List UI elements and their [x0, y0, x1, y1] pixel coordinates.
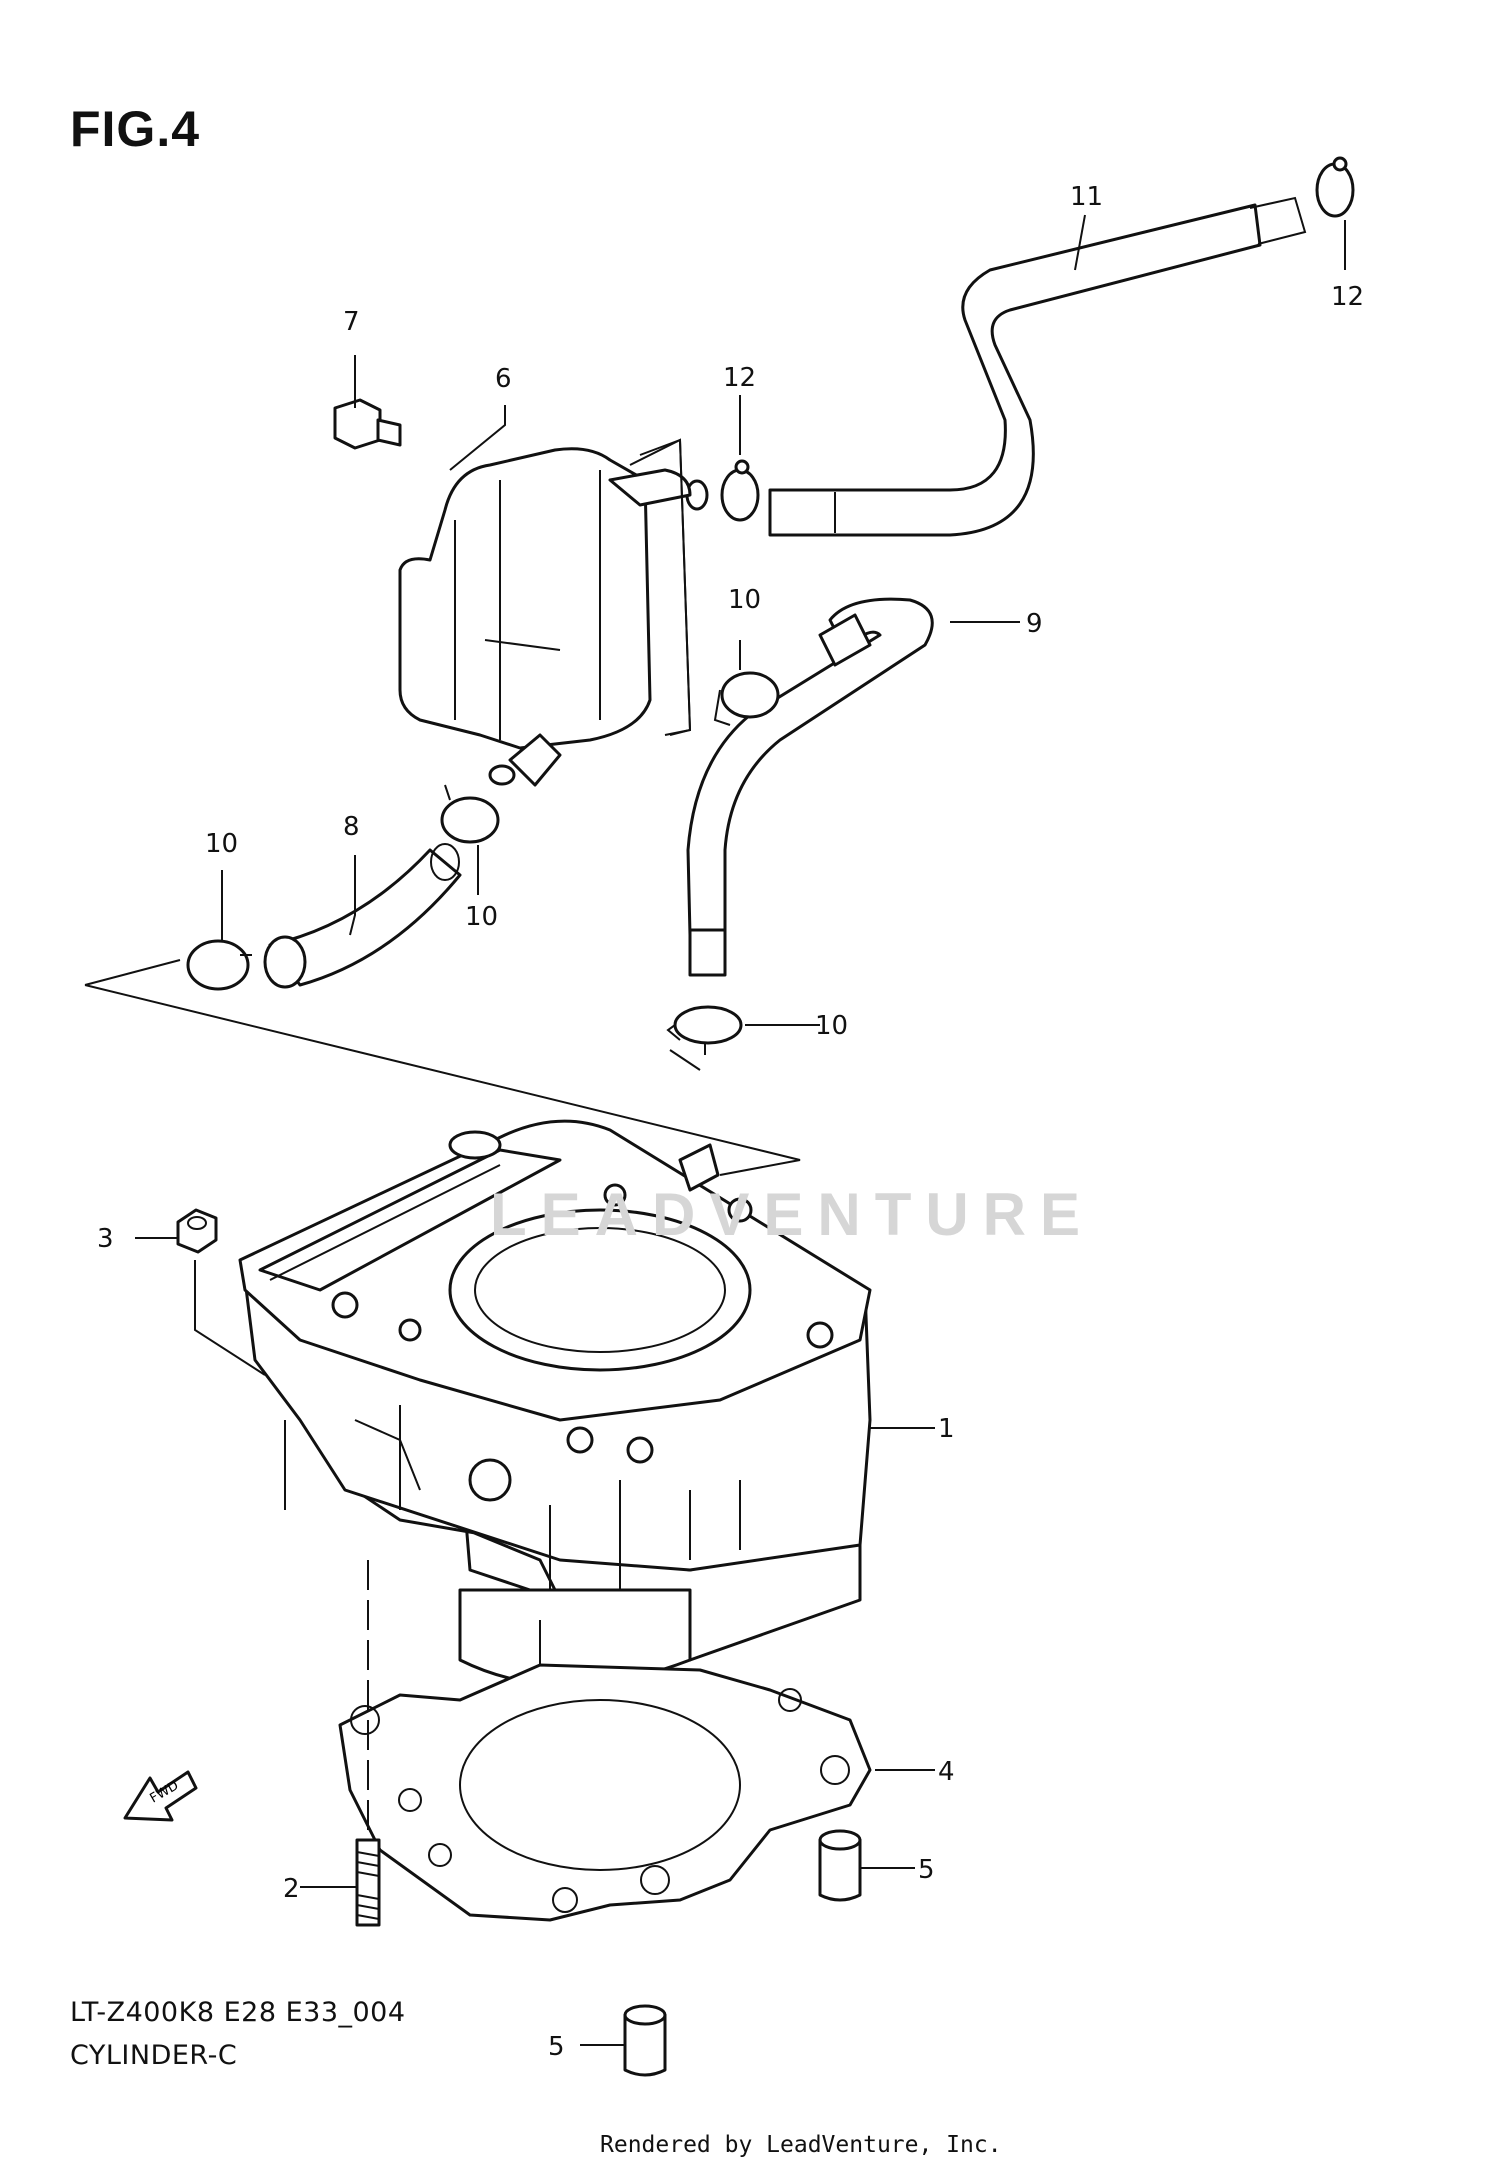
callout-6: 6	[495, 364, 512, 394]
callout-11: 11	[1070, 182, 1103, 212]
breather-box-6	[398, 438, 692, 787]
callout-10-left: 10	[205, 829, 238, 859]
callout-4: 4	[938, 1757, 955, 1787]
clamp-10-c	[186, 925, 252, 991]
model-code: LT-Z400K8 E28 E33_004	[70, 1997, 406, 2028]
section-plane	[84, 959, 801, 1176]
nut-3-leader-line	[194, 1260, 266, 1376]
callout-2: 2	[283, 1874, 300, 1904]
callout-labels: 1 2 3 4 5 5 6 7 8 9 10 10 10 10 11 12 12	[97, 182, 1364, 2062]
callout-5-left: 5	[548, 2032, 565, 2062]
callout-10-lower: 10	[815, 1011, 848, 1041]
nut-3	[176, 1208, 218, 1254]
section-line-box	[629, 438, 692, 736]
callout-10-middle: 10	[465, 902, 498, 932]
callout-7: 7	[343, 307, 360, 337]
clamp-10-a	[713, 671, 780, 726]
callout-10-upper: 10	[728, 585, 761, 615]
stud-2	[355, 1838, 381, 1927]
callout-3: 3	[97, 1224, 114, 1254]
hose-9	[686, 597, 934, 977]
breather-hose-11	[768, 196, 1307, 537]
section-name: CYLINDER-C	[70, 2040, 238, 2071]
clamp-10-d	[666, 1005, 743, 1055]
gasket-4	[338, 1663, 872, 1922]
callout-12-right: 12	[1331, 282, 1364, 312]
render-credit: Rendered by LeadVenture, Inc.	[600, 2132, 1002, 2158]
callout-1: 1	[938, 1414, 955, 1444]
bolt-7	[333, 398, 402, 450]
section-plane-upper	[669, 1049, 701, 1071]
clamp-ring-12-upper	[1315, 156, 1355, 218]
figure-title: FIG.4	[70, 101, 201, 157]
callout-9: 9	[1026, 609, 1043, 639]
leader-lines	[135, 214, 1346, 2046]
callout-5-right: 5	[918, 1855, 935, 1885]
cylinder-1	[238, 1119, 872, 1690]
hose-8	[263, 843, 462, 989]
callout-8: 8	[343, 812, 360, 842]
watermark: LEADVENTURE	[490, 1181, 1095, 1248]
clamp-ring-12-lower	[685, 459, 760, 522]
callout-12-left: 12	[723, 363, 756, 393]
dowel-5-right	[818, 1829, 862, 1902]
fwd-arrow: FWD	[123, 1770, 198, 1822]
clamp-10-b	[440, 784, 500, 844]
dowel-5-left	[623, 2004, 667, 2077]
